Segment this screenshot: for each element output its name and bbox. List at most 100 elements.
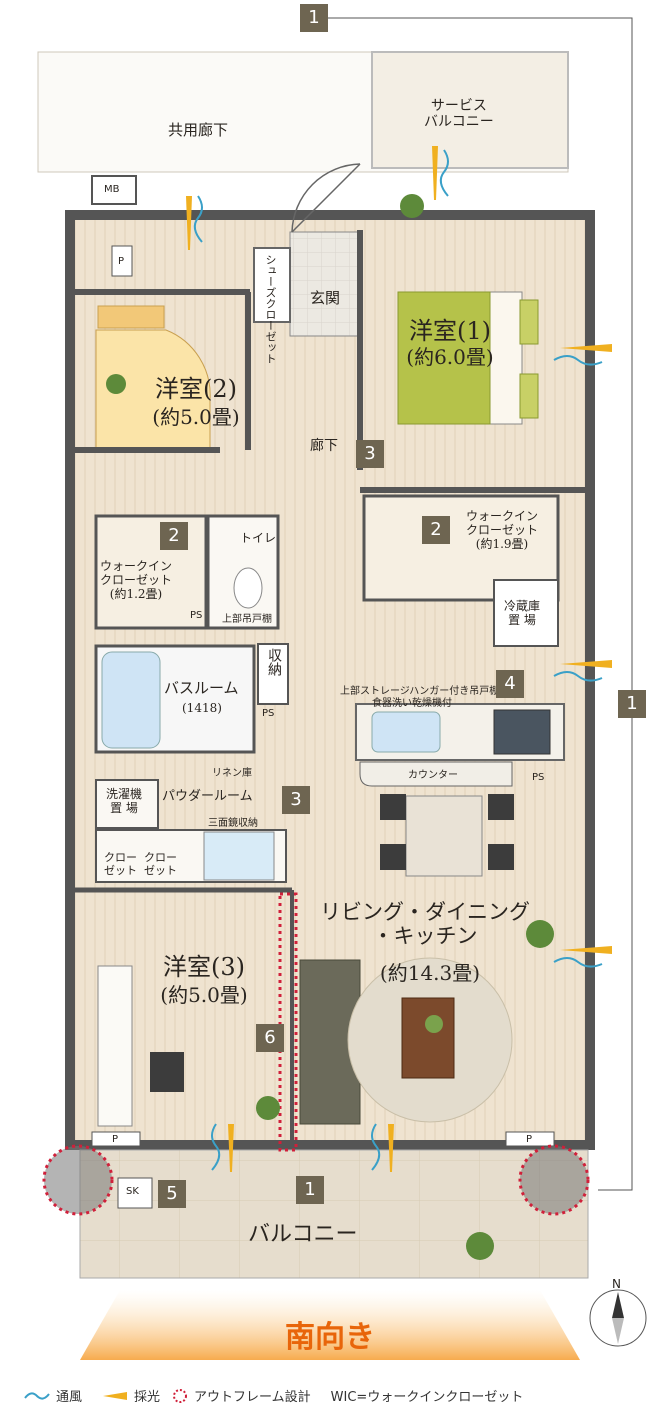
plant-2 xyxy=(106,374,126,394)
balcony-area xyxy=(79,1149,589,1279)
badge-1-top: 1 xyxy=(300,4,328,32)
south-facing-label: 南向き xyxy=(285,1320,375,1355)
wind-light-markers xyxy=(186,146,612,1172)
ldk-name: リビング・ダイニング ・キッチン xyxy=(320,900,530,949)
genkan-label: 玄関 xyxy=(310,289,341,307)
dining-chair-4 xyxy=(488,844,514,870)
ps-left-label: PS xyxy=(190,610,203,621)
compass-icon xyxy=(589,1289,647,1347)
service-balcony-label: サービス バルコニー xyxy=(424,98,494,131)
outframe-icon xyxy=(173,1388,188,1403)
sk-box xyxy=(117,1177,153,1209)
toilet-bowl xyxy=(233,567,263,609)
outframe-dashed-zone xyxy=(278,892,298,1152)
badge-2-left: 2 xyxy=(160,522,188,550)
service-balcony-area xyxy=(371,51,569,169)
bed-room2 xyxy=(95,329,211,451)
p-box-bottom-right xyxy=(505,1131,555,1147)
shoes-closet-area xyxy=(253,247,291,323)
compass-north-label: N xyxy=(612,1277,621,1291)
laundry-area xyxy=(95,779,159,829)
wind-icon xyxy=(24,1391,50,1400)
ldk-size: (約14.3畳) xyxy=(379,961,481,985)
washbasin xyxy=(203,831,275,881)
mb-box xyxy=(91,175,137,205)
room2-size: (約5.0畳) xyxy=(152,405,240,429)
bathtub xyxy=(101,651,161,749)
mb-label: MB xyxy=(104,184,120,195)
room3-size: (約5.0畳) xyxy=(160,983,248,1007)
room1-size: (約6.0畳) xyxy=(406,345,494,369)
fridge-area xyxy=(493,579,559,647)
legend: 通風 採光 アウトフレーム設計 WIC=ウォークインクローゼット xyxy=(24,1386,523,1405)
legend-light: 採光 xyxy=(134,1390,161,1405)
badge-3-corridor: 3 xyxy=(356,440,384,468)
p-bottom-left-label: P xyxy=(112,1134,119,1145)
closet1-label: クロー ゼット xyxy=(104,851,137,877)
dining-table xyxy=(405,795,483,877)
corridor-label: 廊下 xyxy=(310,438,338,454)
dining-chair-3 xyxy=(380,844,406,870)
fridge-label: 冷蔵庫 置 場 xyxy=(504,599,541,627)
badge-3-powder: 3 xyxy=(282,786,310,814)
pillow1 xyxy=(519,299,539,345)
entrance-door-leaf xyxy=(291,163,361,233)
legend-wic: WIC=ウォークインクローゼット xyxy=(330,1390,524,1405)
coffee-table xyxy=(401,997,455,1079)
badge-1-right: 1 xyxy=(618,690,646,718)
room3-name: 洋室(3) xyxy=(163,953,245,981)
linen-label: リネン庫 xyxy=(212,768,252,779)
legend-outframe: アウトフレーム設計 xyxy=(194,1390,311,1405)
desk-room3 xyxy=(97,965,133,1127)
sk-label: SK xyxy=(126,1186,139,1197)
balcony-label: バルコニー xyxy=(248,1222,358,1247)
badge-6: 6 xyxy=(256,1024,284,1052)
badge-4: 4 xyxy=(496,670,524,698)
kitchen-sink xyxy=(371,711,441,753)
pillow2 xyxy=(519,373,539,419)
bathroom-size: (1418) xyxy=(182,701,222,715)
south-facing-banner: 南向き xyxy=(0,1298,660,1378)
badge-2-right: 2 xyxy=(422,516,450,544)
bathroom-label: バスルーム xyxy=(164,679,239,697)
bed-pillow-room2 xyxy=(97,305,165,329)
plant-6 xyxy=(425,1015,443,1033)
wic-right-label: ウォークイン クローゼット (約1.9畳) xyxy=(466,509,539,551)
dining-chair-1 xyxy=(380,794,406,820)
dining-chair-2 xyxy=(488,794,514,820)
storage-bath xyxy=(257,643,289,705)
counter-bar xyxy=(359,761,513,787)
dishwasher-label: 食器洗い乾燥機付 xyxy=(372,698,452,709)
bed-cover-room1 xyxy=(397,291,491,425)
outframe-circle-right xyxy=(518,1144,590,1216)
plant-3 xyxy=(526,920,554,948)
wic-left-label: ウォークイン クローゼット (約1.2畳) xyxy=(100,559,173,601)
mirror-label: 三面鏡収納 xyxy=(208,818,258,829)
light-icon xyxy=(103,1391,128,1400)
kitchen-stove xyxy=(493,709,551,755)
p-top-label: P xyxy=(118,256,125,267)
p-box-bottom-left xyxy=(91,1131,141,1147)
entrance-door xyxy=(291,163,361,233)
legend-wind: 通風 xyxy=(56,1390,83,1405)
chair-room3 xyxy=(150,1052,184,1092)
boundary-line xyxy=(328,17,633,1191)
badge-5: 5 xyxy=(158,1180,186,1208)
powder-room-label: パウダールーム xyxy=(162,789,253,804)
room2-name: 洋室(2) xyxy=(155,375,237,403)
common-corridor-label: 共用廊下 xyxy=(168,121,229,139)
badge-1-bottom: 1 xyxy=(296,1176,324,1204)
storage-label: 収納 xyxy=(266,648,282,676)
plant-5 xyxy=(466,1232,494,1260)
plant-4 xyxy=(256,1096,280,1120)
ps-right-label: PS xyxy=(532,772,545,783)
south-glow xyxy=(80,1290,580,1360)
toilet-label: トイレ xyxy=(240,531,277,545)
counter-label: カウンター xyxy=(408,770,458,781)
genkan-area xyxy=(289,231,361,337)
closet2-label: クロー ゼット xyxy=(144,851,177,877)
shoes-closet-label: シューズクローゼット xyxy=(264,254,277,364)
storage-hanger-label: 上部ストレージハンガー付き吊戸棚 xyxy=(340,686,500,697)
p-box-top xyxy=(111,245,133,277)
